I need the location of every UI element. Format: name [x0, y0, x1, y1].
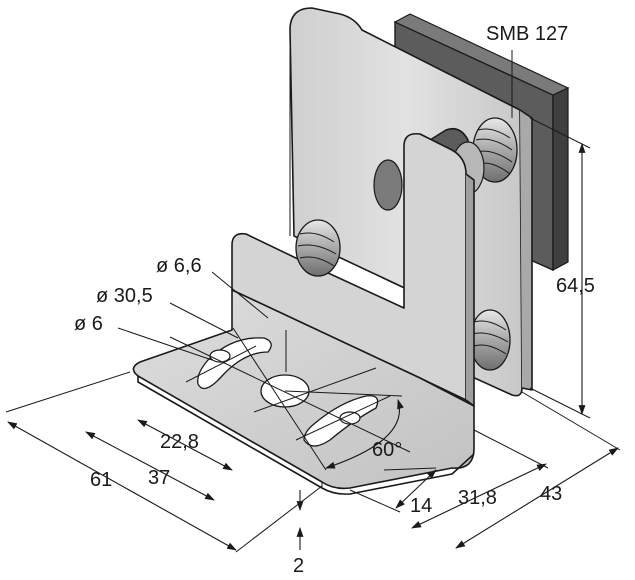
part-label: SMB 127	[486, 23, 568, 45]
height-label: 64,5	[556, 275, 595, 297]
dim-37-label: 37	[148, 467, 170, 489]
dim-228-label: 22,8	[160, 431, 199, 453]
hole-d6-label: ø 6	[74, 313, 103, 335]
dim-43-label: 43	[540, 483, 562, 505]
front-plate	[231, 132, 475, 407]
dim-14-label: 14	[410, 495, 432, 517]
diameter-leaders	[117, 271, 269, 361]
dimension-labels: SMB 127 64,5 ø 6,6 ø 30,5 ø 6 22,8 37 61…	[74, 23, 595, 577]
middle-nut	[295, 219, 341, 277]
dim-318-label: 31,8	[458, 487, 497, 509]
hole-d305-label: ø 30,5	[96, 285, 153, 307]
dim-2-label: 2	[293, 555, 304, 577]
slot-hole-left	[197, 337, 272, 390]
angle-label: 60°	[372, 439, 402, 461]
angle-arc	[325, 399, 404, 469]
dimension-lines	[5, 50, 621, 553]
hole-d66-label: ø 6,6	[156, 255, 202, 277]
dim-61-label: 61	[90, 469, 112, 491]
lower-nut	[469, 309, 511, 371]
